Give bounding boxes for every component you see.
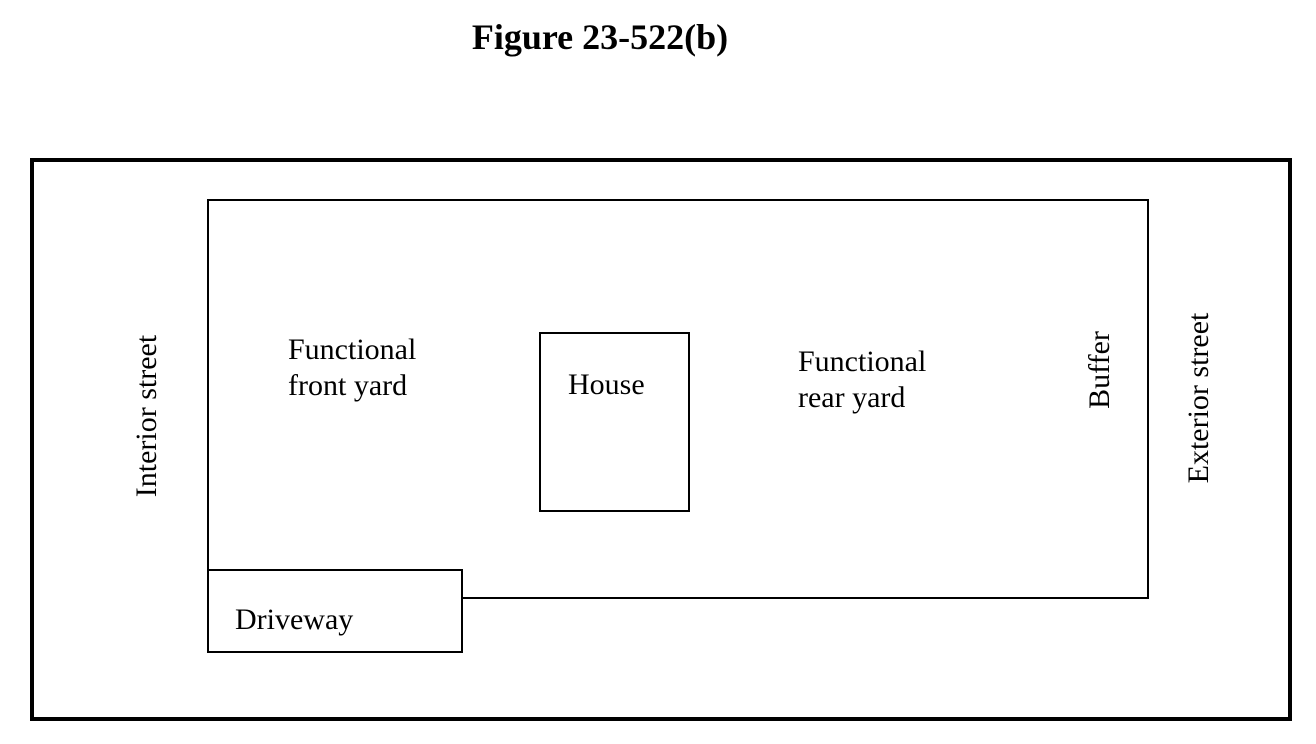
front-yard-line1: Functional: [288, 333, 417, 366]
buffer-label: Buffer: [1083, 331, 1116, 409]
exterior-street-label: Exterior street: [1182, 312, 1215, 484]
house-label: House: [568, 368, 645, 401]
front-yard-label: Functional front yard: [288, 332, 416, 404]
rear-yard-line2: rear yard: [798, 381, 906, 414]
rear-yard-label: Functional rear yard: [798, 344, 926, 416]
house-box: [539, 332, 690, 512]
driveway-label: Driveway: [235, 603, 354, 636]
buildable-area: [207, 199, 1149, 599]
figure-title: Figure 23-522(b): [471, 17, 729, 57]
driveway-box: [207, 569, 463, 653]
rear-yard-line1: Functional: [798, 345, 927, 378]
lot-boundary: [30, 158, 1292, 721]
interior-street-label: Interior street: [130, 334, 163, 498]
front-yard-line2: front yard: [288, 369, 408, 402]
